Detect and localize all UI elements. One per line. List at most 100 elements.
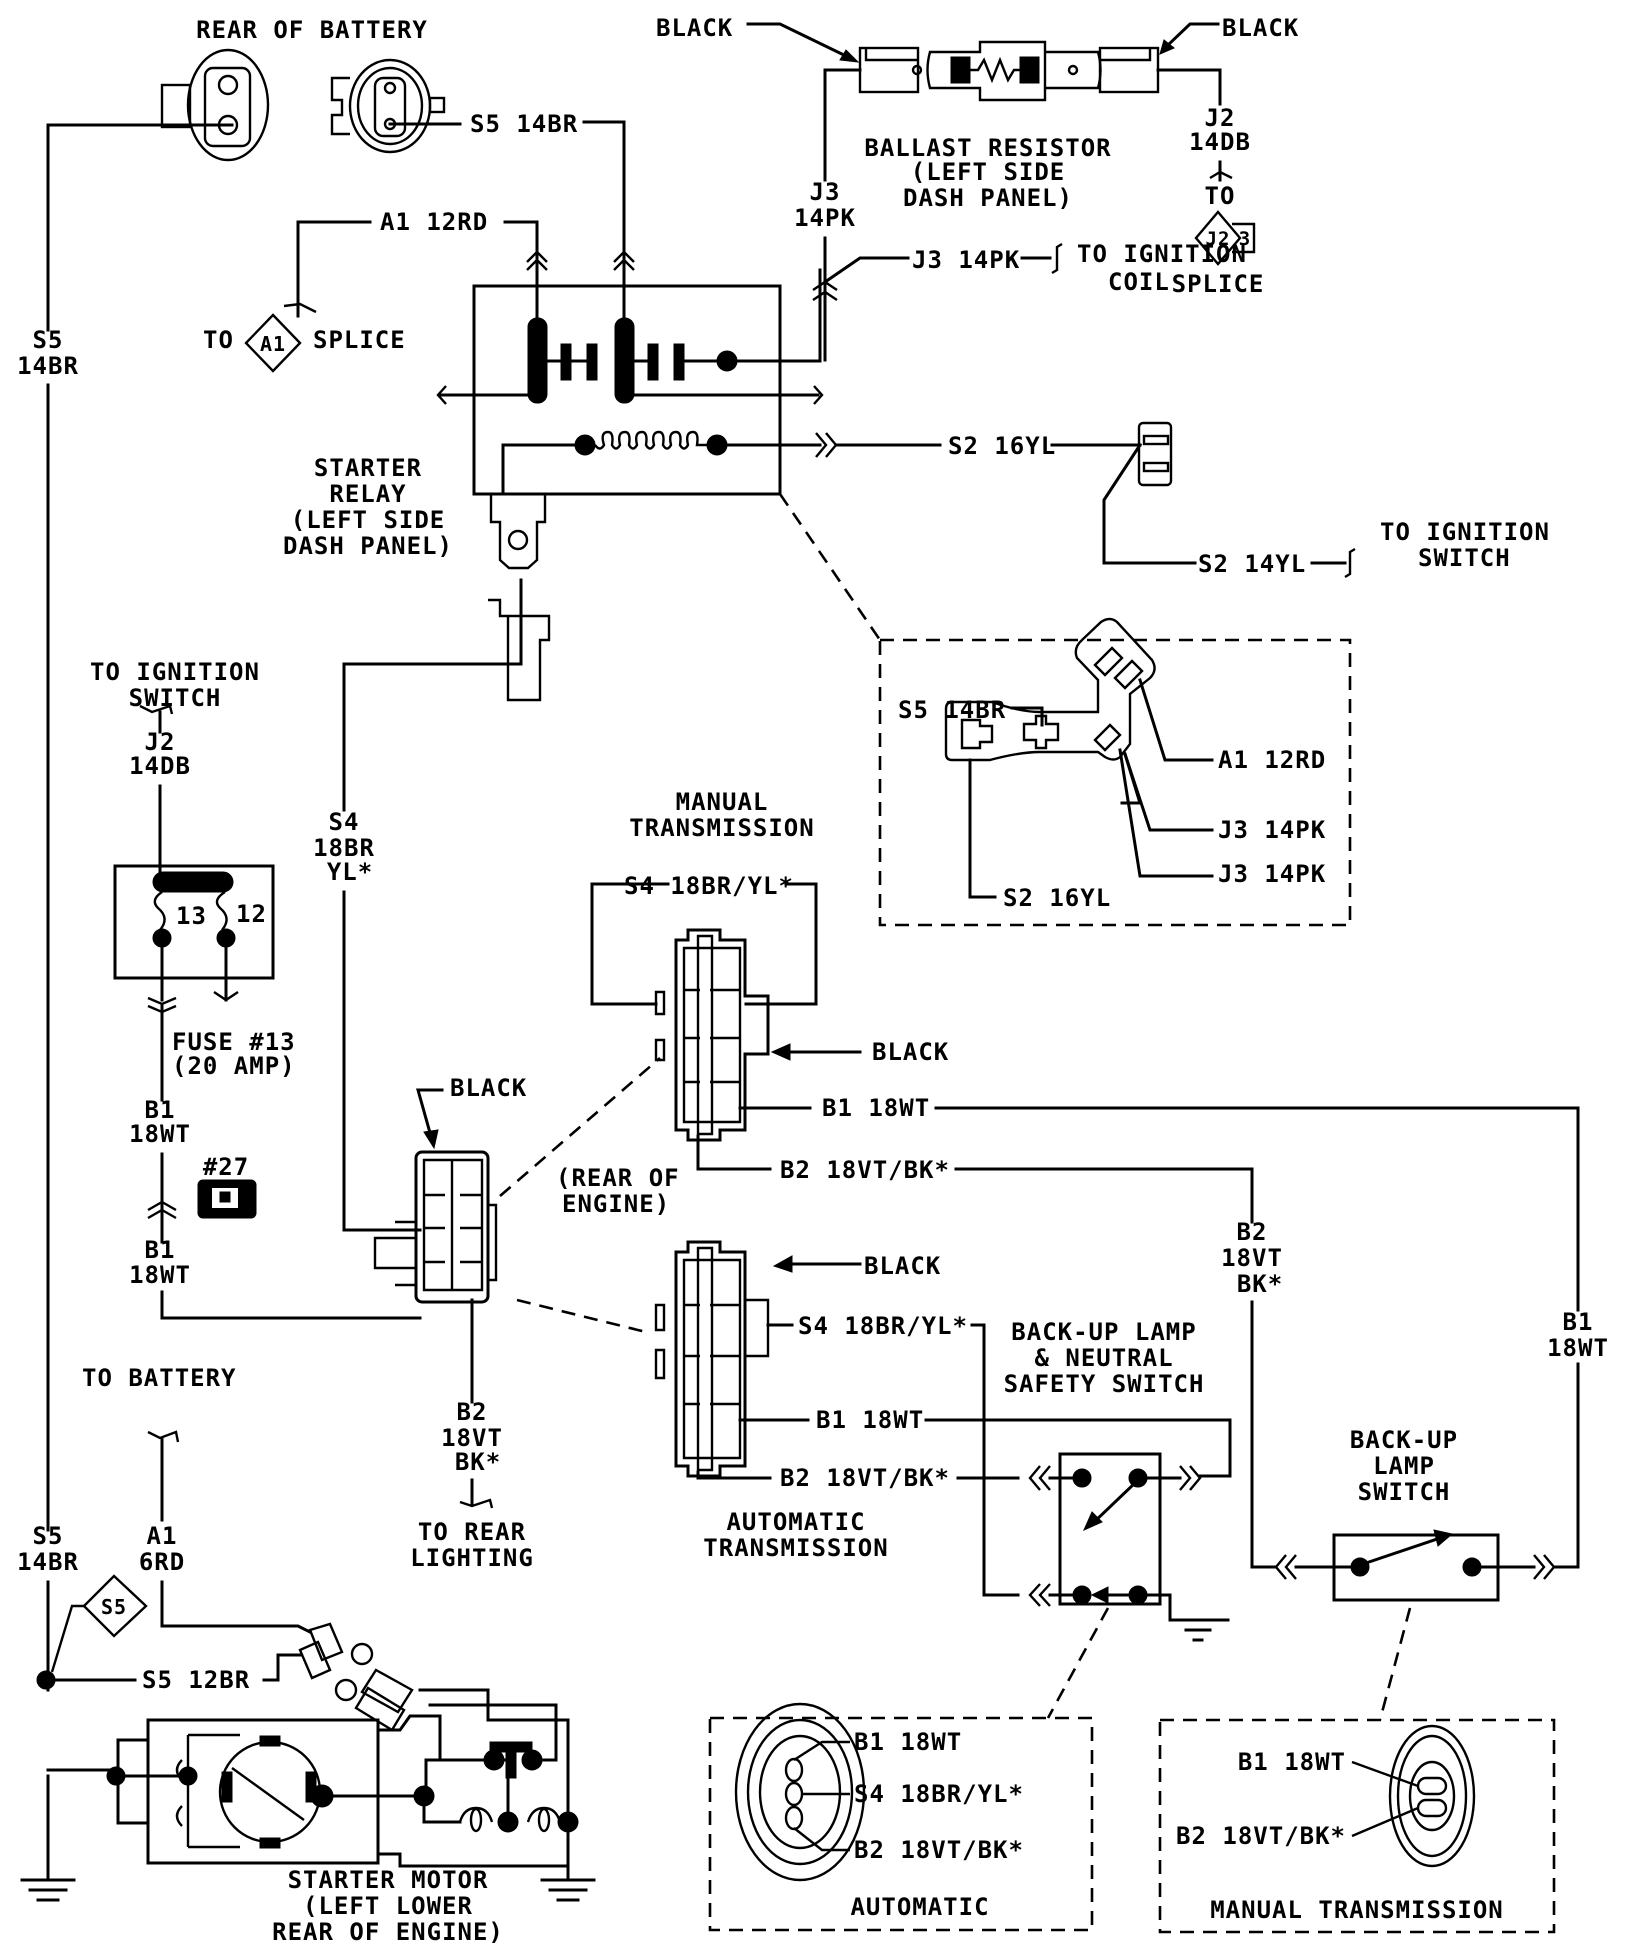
connector-chevron-icon (1028, 1583, 1051, 1607)
wire-label-a1-6rd-1: A1 (147, 1522, 178, 1550)
splice-diamond-icon (1194, 210, 1242, 266)
to-j2-splice: J2 3 SPLICE (1172, 210, 1263, 298)
backup-neutral-label-3: SAFETY SWITCH (1004, 1370, 1205, 1398)
backup-neutral-label-2: & NEUTRAL (1034, 1344, 1173, 1372)
auto-detail-b1: B1 18WT (854, 1728, 962, 1756)
wire-break-icon (1209, 170, 1233, 180)
wire-label-b2-vert-1: B2 (1237, 1218, 1268, 1246)
ignition-switch-connector-icon (1137, 421, 1173, 487)
connector-color-ballast-right: BLACK (1222, 14, 1299, 42)
rear-of-engine-1: (REAR OF (556, 1164, 680, 1192)
wire-label-b2-rear-1: B2 (457, 1398, 488, 1426)
backup-lamp-switch-label-1: BACK-UP (1350, 1426, 1458, 1454)
connector-color-engine: BLACK (450, 1074, 527, 1102)
starter-motor-label-1: STARTER MOTOR (288, 1866, 489, 1894)
ballast-resistor-label-1: BALLAST RESISTOR (864, 134, 1111, 162)
wire-label-a1-6rd-2: 6RD (139, 1548, 185, 1576)
relay-terminal-plate-icon (944, 617, 1156, 762)
to-ignition-switch-left-1: TO IGNITION (90, 658, 260, 686)
s5-splice-label: S5 (101, 1595, 127, 1619)
rear-of-engine-2: ENGINE) (562, 1190, 670, 1218)
to-ignition-coil-2: COIL (1108, 268, 1170, 296)
wire-label-b2-manual: B2 18VT/BK* (780, 1156, 950, 1184)
manual-detail: B1 18WT B2 18VT/BK* MANUAL TRANSMISSION (1158, 1718, 1556, 1934)
pointer-arrow-icon (770, 1043, 791, 1061)
auto-detail-label: AUTOMATIC (850, 1893, 989, 1921)
splice-diamond-icon (82, 1574, 148, 1638)
wire-label-j3-14pk-coil: J3 14PK (912, 246, 1020, 274)
arrow-down-icon (213, 991, 239, 1002)
rear-of-battery-label: REAR OF BATTERY (196, 16, 428, 44)
connector-chevron-icon (1028, 1465, 1051, 1491)
wire-label-s5-12br: S5 12BR (142, 1666, 250, 1694)
wire-label-b1-18wt-a-2: 18WT (129, 1120, 191, 1148)
auto-detail-s4: S4 18BR/YL* (854, 1780, 1024, 1808)
to-ignition-switch-right-2: SWITCH (1418, 544, 1511, 572)
relay-coil-icon (594, 430, 707, 450)
starter-motor (20, 1622, 596, 1902)
auto-detail-b2: B2 18VT/BK* (854, 1836, 1024, 1864)
fuse-number-13: 13 (176, 902, 207, 930)
manual-transmission-label-1: MANUAL (676, 788, 769, 816)
to-a1-splice-to: TO (203, 326, 234, 354)
fuse-icon (153, 891, 166, 931)
fuse-label-2: (20 AMP) (172, 1052, 296, 1080)
backup-neutral-switch (1028, 1452, 1230, 1642)
splice-diamond-icon (244, 313, 302, 373)
fuse-number-12: 12 (236, 900, 267, 928)
wire-label-b1-manual: B1 18WT (822, 1094, 930, 1122)
starter-relay-label-1: STARTER (314, 454, 422, 482)
connector-chevron-icon (1274, 1554, 1297, 1580)
wire-label-b2-auto: B2 18VT/BK* (780, 1464, 950, 1492)
wire-label-s5-14br-left-2: 14BR (17, 352, 79, 380)
to-j2-splice-num: 3 (1239, 228, 1251, 250)
starter-motor-label-2: (LEFT LOWER (303, 1892, 473, 1920)
to-j2-splice-to: TO (1205, 182, 1236, 210)
pointer-arrow-icon (839, 49, 860, 63)
wire-label-b1-18wt-b-1: B1 (145, 1236, 176, 1264)
backup-lamp-switch-label-2: LAMP (1373, 1452, 1435, 1480)
wire-label-j2-14db-left-1: J2 (145, 728, 176, 756)
wire-break-icon (147, 1430, 180, 1443)
pointer-arrow-icon (772, 1255, 793, 1273)
wire-label-j3-14pk-2: 14PK (794, 204, 856, 232)
wire-label-b1-auto: B1 18WT (816, 1406, 924, 1434)
starter-relay: STARTER RELAY (LEFT SIDE DASH PANEL) (283, 250, 838, 570)
relay-wire-connector-icon (488, 598, 551, 702)
switch-arrow-icon (1090, 1586, 1109, 1604)
manual-detail-label: MANUAL TRANSMISSION (1210, 1896, 1504, 1924)
wire-break-icon (1344, 547, 1356, 579)
backup-lamp-switch-label-3: SWITCH (1358, 1478, 1451, 1506)
ground-icon (540, 1878, 596, 1902)
ballast-resistor-label-3: DASH PANEL) (903, 184, 1073, 212)
battery-connector-left-icon (160, 48, 270, 162)
pointer-arrow-icon (423, 1129, 439, 1150)
resistor-icon (970, 56, 1020, 84)
wire-label-b1-vert-2: 18WT (1547, 1334, 1609, 1362)
manual-detail-b1: B1 18WT (1238, 1748, 1346, 1776)
wire-break-icon (283, 302, 317, 314)
wire-label-s5-14br-top: S5 14BR (470, 110, 578, 138)
starter-relay-label-4: DASH PANEL) (283, 532, 453, 560)
manual-detail-b2: B2 18VT/BK* (1176, 1822, 1346, 1850)
wire-label-j2-14db-right-1: J2 (1205, 104, 1236, 132)
connector-27-label: #27 (203, 1153, 249, 1181)
manual-transmission-label-2: TRANSMISSION (629, 814, 814, 842)
wire-label-b1-vert-1: B1 (1563, 1308, 1594, 1336)
automatic-detail: B1 18WT S4 18BR/YL* B2 18VT/BK* AUTOMATI… (708, 1702, 1094, 1932)
automatic-transmission-label-2: TRANSMISSION (703, 1534, 888, 1562)
wire-label-a1-12rd: A1 12RD (380, 208, 488, 236)
wire-label-s4-18br-yl-1: S4 (329, 808, 360, 836)
relay-detail-j3b: J3 14PK (1218, 860, 1326, 888)
connector-color-ballast-left: BLACK (656, 14, 733, 42)
relay-detail-j3a: J3 14PK (1218, 816, 1326, 844)
connector-chevron-icon (1533, 1554, 1556, 1580)
wire-label-s5-14br-lower-1: S5 (33, 1522, 64, 1550)
wire-label-b1-18wt-a-1: B1 (145, 1096, 176, 1124)
engine-connector (373, 1150, 498, 1304)
wire-label-s2-16yl: S2 16YL (948, 432, 1056, 460)
wire-label-s4-auto: S4 18BR/YL* (798, 1312, 968, 1340)
to-a1-splice: TO A1 SPLICE (203, 313, 405, 373)
ground-icon (20, 1878, 76, 1902)
